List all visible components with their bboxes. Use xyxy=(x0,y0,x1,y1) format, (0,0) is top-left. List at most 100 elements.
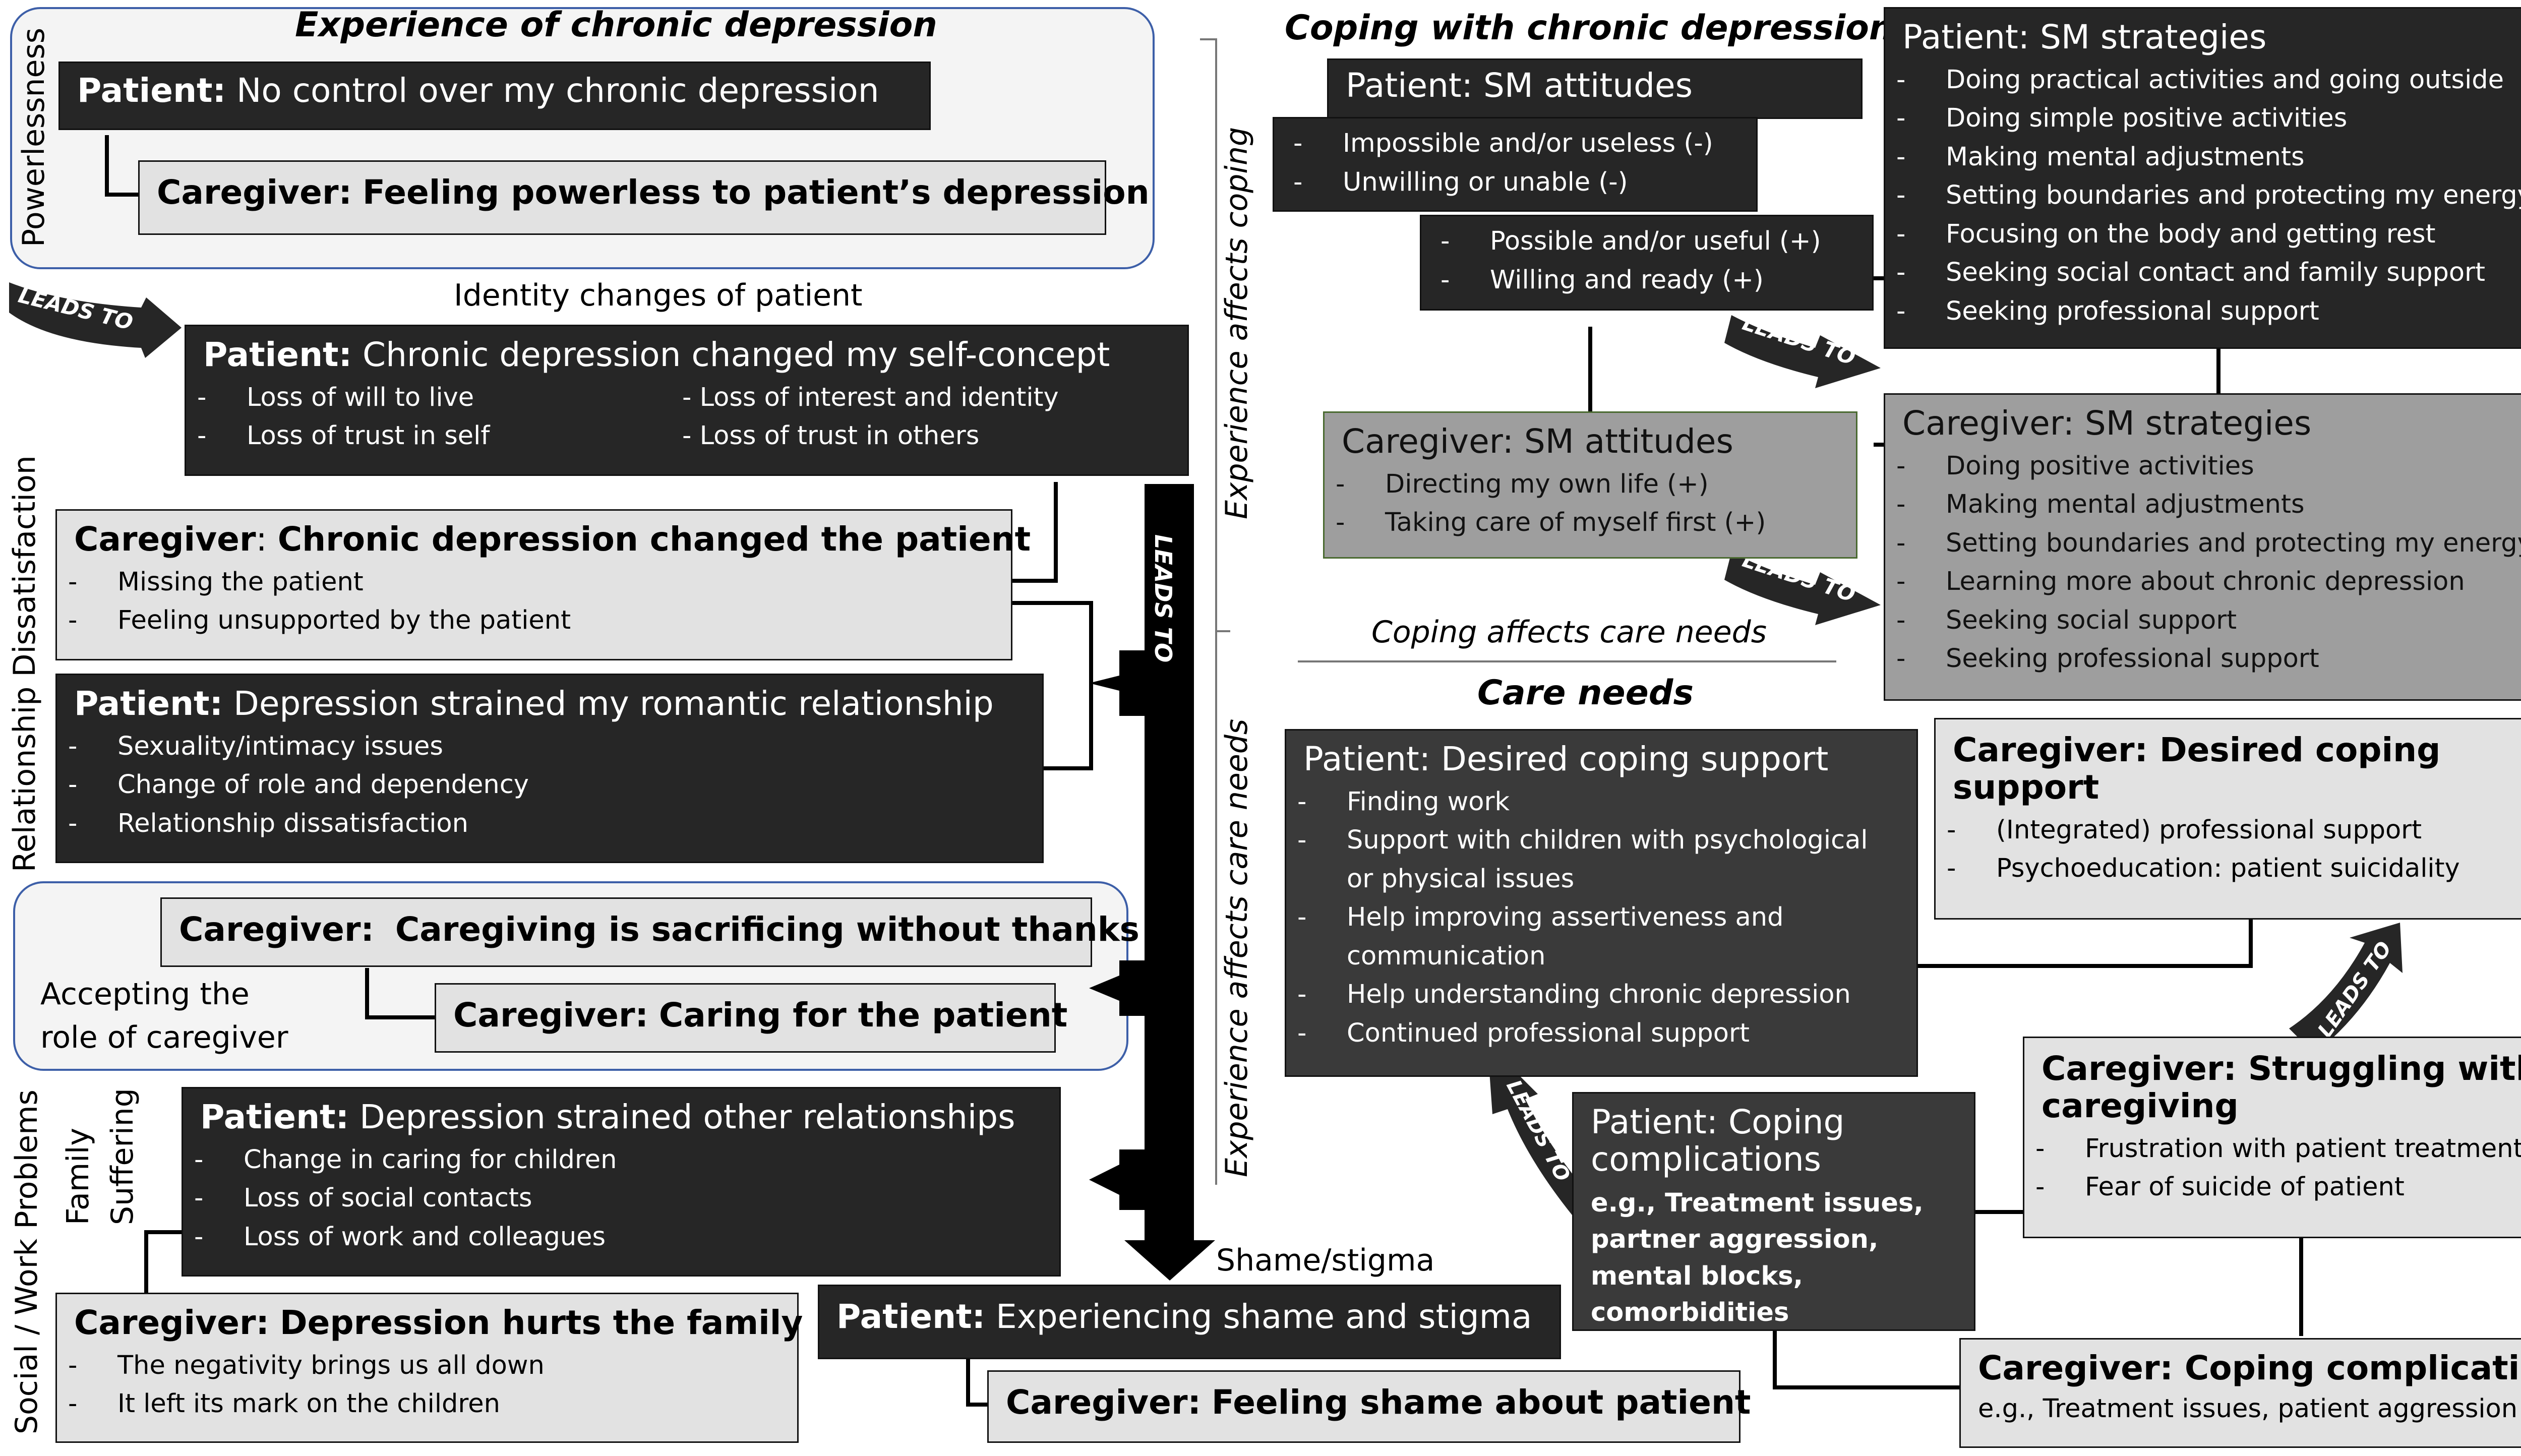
list-item: Making mental adjustments xyxy=(1885,486,2521,524)
coping-affects-care-label: Coping affects care needs xyxy=(1371,615,1767,650)
box-title: Patient: SM strategies xyxy=(1902,18,2267,56)
list-item: The negativity brings us all down xyxy=(57,1347,780,1385)
experience-header: Experience of chronic depression xyxy=(295,5,937,45)
list-item: Psychoeducation: patient suicidality xyxy=(1936,850,2521,888)
list-item: Taking care of myself first (+) xyxy=(1325,504,1839,542)
accepting-role-label-1: Accepting the xyxy=(40,977,250,1012)
patient-self-concept-box: Patient: Chronic depression changed my s… xyxy=(185,325,1189,476)
list-item: Focusing on the body and getting rest xyxy=(1885,215,2521,254)
caregiver-shame-box: Caregiver: Feeling shame about patient xyxy=(987,1370,1751,1443)
box-title: Feeling powerless to patient’s depressio… xyxy=(362,173,1150,212)
box-text: e.g., Treatment issues, patient aggressi… xyxy=(1978,1393,2518,1424)
list-item: Seeking social contact and family suppor… xyxy=(1885,254,2521,292)
box-title: Caring for the patient xyxy=(658,996,1068,1035)
list-item: Willing and ready (+) xyxy=(1429,261,1864,300)
connector xyxy=(966,1356,970,1407)
bracket xyxy=(1215,630,1217,1185)
connector xyxy=(1089,601,1093,770)
list-item: Learning more about chronic depression xyxy=(1885,563,2521,601)
patient-romantic-box: Patient: Depression strained my romantic… xyxy=(55,674,1044,863)
box-title: Depression hurts the family xyxy=(279,1303,803,1342)
who-label: Caregiver: xyxy=(74,1303,269,1342)
connector xyxy=(105,135,109,196)
list-item: Fear of suicide of patient xyxy=(2024,1168,2521,1207)
leads-to-arrow xyxy=(1724,552,1881,625)
list-item: - Loss of interest and identity xyxy=(682,382,1059,412)
list-item: Loss of work and colleagues xyxy=(183,1218,1042,1257)
leads-to-arrow xyxy=(1124,484,1215,1281)
who-label: Patient: xyxy=(200,1098,349,1136)
accepting-role-label-2: role of caregiver xyxy=(40,1020,288,1055)
caregiver-powerless-box: Caregiver: Feeling powerless to patient’… xyxy=(138,160,1150,235)
patient-other-relationships-box: Patient: Depression strained other relat… xyxy=(182,1087,1061,1277)
patient-sm-attitudes-box: Patient: SM attitudes xyxy=(1327,58,1863,119)
who-label: Caregiver: xyxy=(1006,1383,1201,1422)
box-title: Feeling shame about patient xyxy=(1211,1383,1751,1422)
list-item: Doing positive activities xyxy=(1885,447,2521,486)
box-title: Caregiver: SM attitudes xyxy=(1342,422,1733,461)
separator: : xyxy=(256,520,278,559)
leads-to-arrow xyxy=(1724,315,1881,388)
connector xyxy=(1041,766,1093,770)
list-item: Loss of trust in self xyxy=(186,417,490,456)
connector xyxy=(1916,964,2253,968)
list-item: Help understanding chronic depression xyxy=(1286,976,1899,1014)
connector xyxy=(365,1015,436,1019)
list-item: Feeling unsupported by the patient xyxy=(57,601,994,640)
who-label: Patient: xyxy=(836,1297,986,1336)
who-label: Patient: xyxy=(74,684,223,723)
box-title: Caregiver: Coping complications xyxy=(1978,1349,2521,1387)
list-item: Frustration with patient treatment xyxy=(2024,1130,2521,1169)
patient-attitudes-positive-box: Possible and/or useful (+) Willing and r… xyxy=(1420,215,1874,311)
connector xyxy=(1588,327,1592,412)
connector xyxy=(365,968,369,1019)
connector xyxy=(2249,915,2253,968)
list-item: Unwilling or unable (-) xyxy=(1282,163,1748,202)
connector xyxy=(1054,482,1058,583)
patient-desired-support-box: Patient: Desired coping support Finding … xyxy=(1285,729,1918,1077)
list-item: Impossible and/or useless (-) xyxy=(1282,125,1748,163)
left-block-arrow xyxy=(1089,650,1145,716)
box-title: Patient: SM attitudes xyxy=(1346,66,1693,105)
list-item: Missing the patient xyxy=(57,563,994,602)
list-item: - Loss of trust in others xyxy=(682,421,980,451)
box-title: Patient: Coping complications xyxy=(1591,1103,1845,1179)
list-item: Loss of social contacts xyxy=(183,1179,1042,1218)
list-item: Relationship dissatisfaction xyxy=(57,805,1025,843)
shame-stigma-label: Shame/stigma xyxy=(1216,1243,1435,1278)
who-label: Caregiver: xyxy=(179,910,374,949)
left-block-arrow xyxy=(1089,960,1145,1016)
who-label: Caregiver xyxy=(74,520,256,559)
leads-to-arrow xyxy=(2289,923,2403,1054)
leads-to-arrow xyxy=(9,282,182,358)
bracket xyxy=(1200,38,1217,40)
list-item: Seeking social support xyxy=(1885,601,2521,640)
box-title: Caregiver: Desired coping support xyxy=(1953,731,2441,807)
list-item: (Integrated) professional support xyxy=(1936,811,2521,850)
connector xyxy=(2299,1235,2303,1336)
caregiver-desired-support-box: Caregiver: Desired coping support (Integ… xyxy=(1934,718,2521,920)
box-title: Depression strained other relationships xyxy=(359,1098,1015,1136)
list-item: Doing simple positive activities xyxy=(1885,99,2521,138)
list-item: Doing practical activities and going out… xyxy=(1885,61,2521,100)
caregiver-changed-patient-box: Caregiver: Chronic depression changed th… xyxy=(55,509,1031,660)
leads-to-label: LEADS TO xyxy=(1150,534,1177,663)
bracket xyxy=(1215,630,1230,632)
box-title: Chronic depression changed the patient xyxy=(277,520,1031,559)
list-item: Continued professional support xyxy=(1286,1014,1899,1053)
connector xyxy=(144,1230,187,1234)
box-title: Experiencing shame and stigma xyxy=(996,1297,1532,1336)
list-item: Finding work xyxy=(1286,783,1899,822)
who-label: Patient: xyxy=(203,335,352,374)
list-item: Loss of will to live xyxy=(186,379,490,417)
patient-sm-strategies-box: Patient: SM strategies Doing practical a… xyxy=(1884,7,2521,349)
box-title: No control over my chronic depression xyxy=(236,71,879,110)
caregiver-sacrificing-box: Caregiver: Caregiving is sacrificing wit… xyxy=(160,897,1139,967)
connector xyxy=(144,1230,148,1296)
connector xyxy=(105,193,139,197)
caregiver-sm-strategies-box: Caregiver: SM strategies Doing positive … xyxy=(1884,393,2521,701)
connector xyxy=(1874,276,1884,280)
patient-attitudes-negative-box: Impossible and/or useless (-) Unwilling … xyxy=(1273,117,1758,212)
caregiver-caring-box: Caregiver: Caring for the patient xyxy=(435,983,1067,1053)
